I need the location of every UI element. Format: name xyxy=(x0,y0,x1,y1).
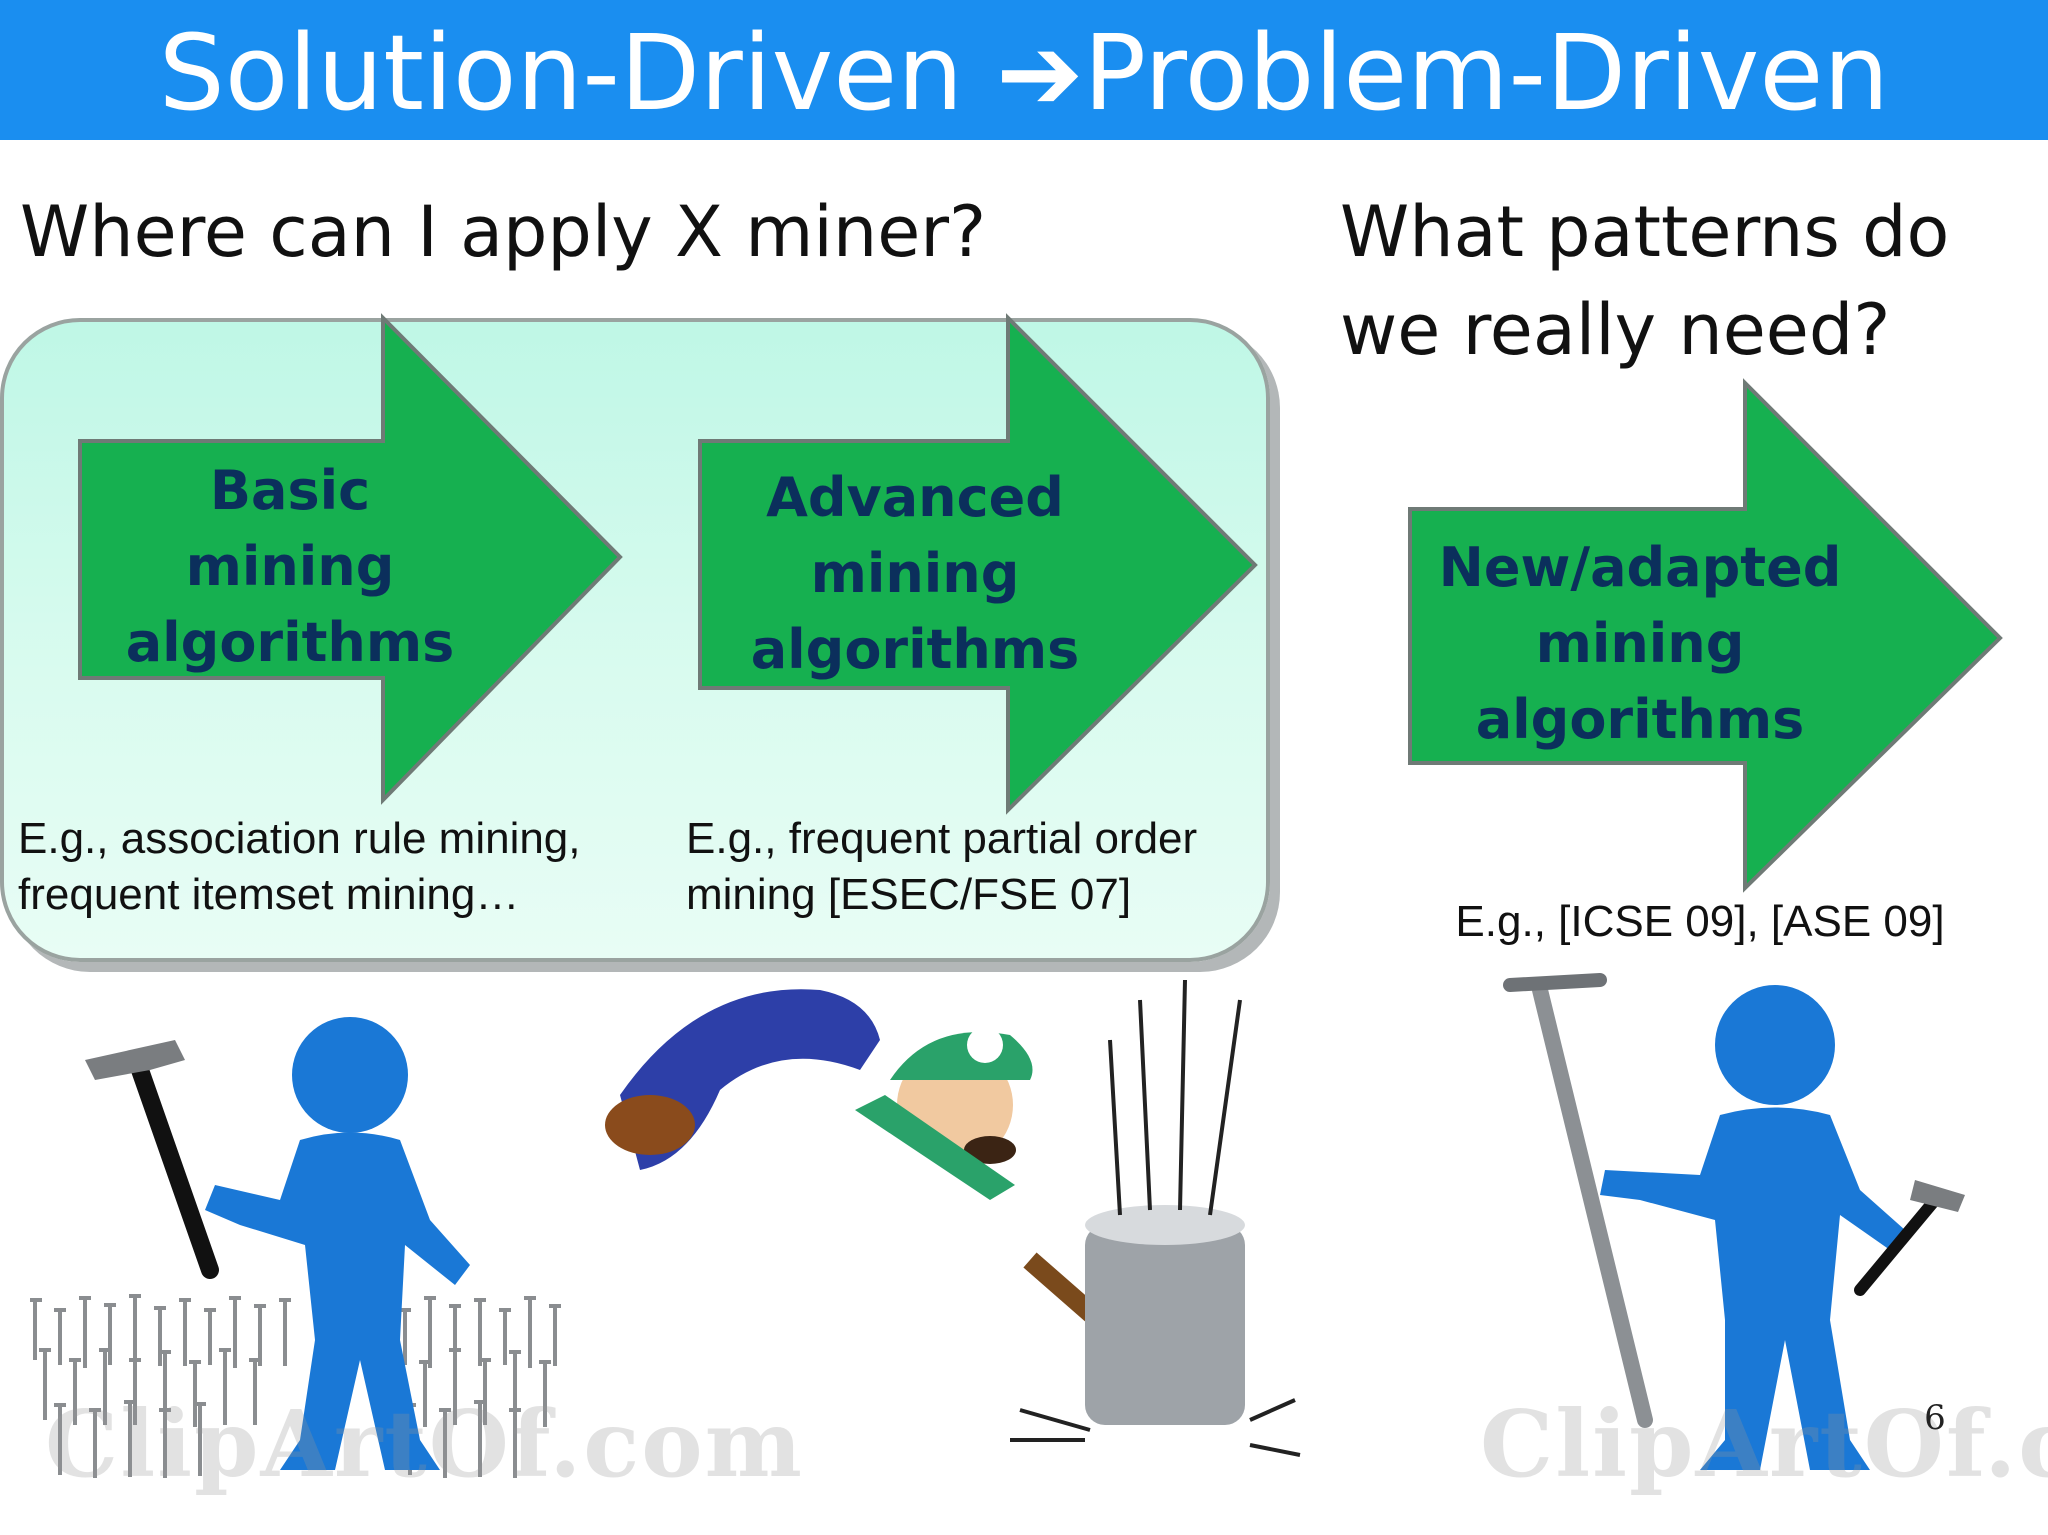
giant-nail-icon xyxy=(1503,973,1653,1428)
title-bar xyxy=(0,0,2048,140)
advanced-mining-arrow xyxy=(698,313,1258,815)
left-question: Where can I apply X miner? xyxy=(20,191,987,273)
small-hammer-icon xyxy=(1854,1180,1965,1296)
advanced-mining-label: Advanced mining algorithms xyxy=(750,466,1080,681)
hammer-icon xyxy=(85,1040,219,1279)
blue-figure-with-hammer xyxy=(205,1017,470,1470)
watermark-left: ClipArtOf.com xyxy=(45,1390,804,1498)
nails-field-illustration xyxy=(30,1294,561,1478)
new-adapted-mining-label: New/adapted mining algorithms xyxy=(1438,536,1842,751)
right-question: What patterns do we really need? xyxy=(1340,191,1950,371)
new-adapted-mining-arrow xyxy=(1408,378,2003,893)
basic-mining-example: E.g., association rule mining, frequent … xyxy=(18,814,581,919)
basic-mining-arrow xyxy=(78,313,623,805)
basic-mining-label: Basic mining algorithms xyxy=(125,459,455,674)
mallet-character-illustration xyxy=(605,979,1301,1457)
watermark-right: ClipArtOf.com xyxy=(1480,1390,2048,1498)
slide-title: Solution-Driven ➔Problem-Driven xyxy=(158,12,1890,134)
new-mining-example: E.g., [ICSE 09], [ASE 09] xyxy=(1455,897,1945,946)
blue-figure-with-nail xyxy=(1600,985,1905,1470)
advanced-mining-example: E.g., frequent partial order mining [ESE… xyxy=(686,814,1198,919)
page-number: 6 xyxy=(1924,1398,1946,1438)
